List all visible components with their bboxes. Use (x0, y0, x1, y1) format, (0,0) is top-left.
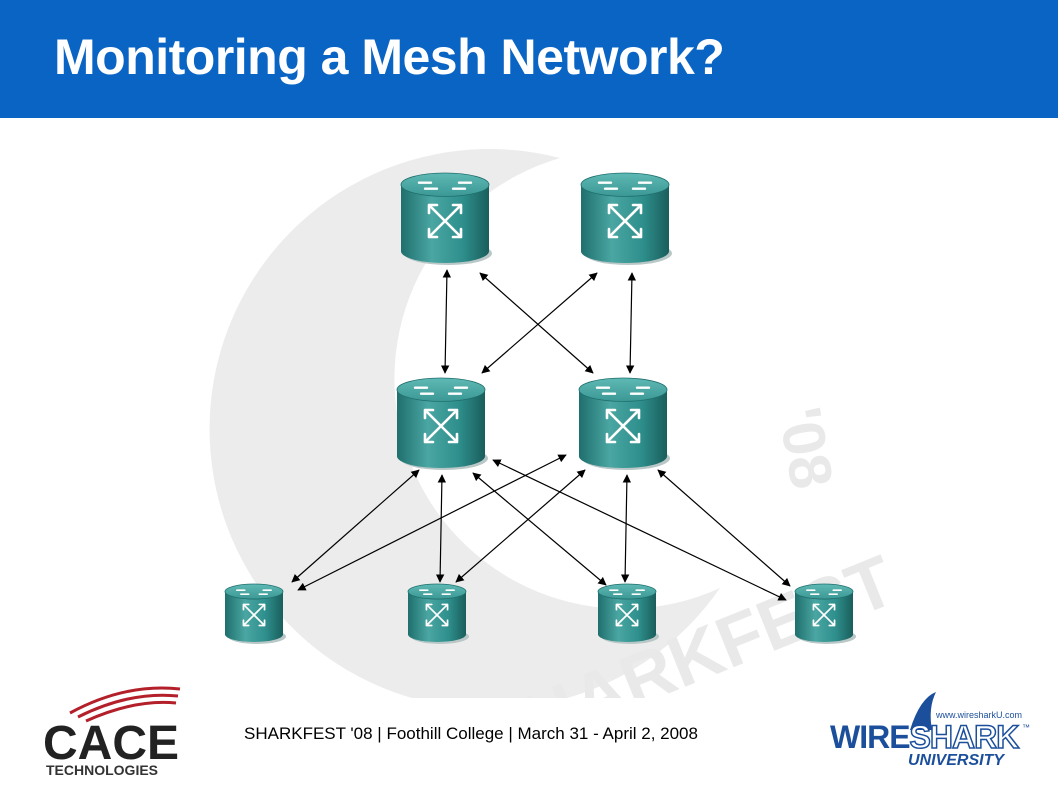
ws-logo-word-2: SHARK (910, 719, 1020, 755)
router-icon (427, 203, 463, 239)
links-layer (291, 269, 791, 601)
router-icon (812, 603, 836, 627)
link-dist-2-access-1 (297, 454, 567, 591)
link-dist-1-access-3 (472, 472, 607, 586)
router-core-2 (580, 172, 672, 265)
router-icon (607, 203, 643, 239)
router-top-arrows-icon (413, 386, 469, 395)
ws-logo-tm: ™ (1022, 723, 1030, 732)
slide-title: Monitoring a Mesh Network? (54, 29, 725, 85)
router-icon (425, 603, 449, 627)
link-core-2-dist-1 (481, 272, 598, 374)
router-top-arrows-icon (419, 589, 455, 595)
router-icon (615, 603, 639, 627)
router-icon (423, 408, 459, 444)
routers-layer (224, 172, 856, 645)
link-dist-1-access-1 (291, 469, 420, 583)
cace-logo-main: CACE (43, 717, 179, 770)
link-core-1-dist-1 (440, 269, 452, 374)
wireshark-university-logo: www.wiresharkU.com WIRESHARK ™ UNIVERSIT… (830, 692, 1030, 769)
cace-logo-sub: TECHNOLOGIES (46, 762, 158, 778)
link-dist-1-access-2 (435, 474, 447, 583)
ws-logo-sub: UNIVERSITY (908, 752, 1005, 769)
link-dist-2-access-4 (657, 469, 791, 587)
svg-text:WIRESHARK: WIRESHARK (830, 719, 1019, 755)
router-top-arrows-icon (597, 181, 653, 190)
router-access-3 (597, 583, 659, 645)
link-core-2-dist-2 (625, 272, 637, 374)
router-top-arrows-icon (417, 181, 473, 190)
link-dist-1-access-4 (492, 459, 787, 601)
router-access-2 (407, 583, 469, 645)
router-dist-2 (578, 377, 670, 470)
footer-text: SHARKFEST '08 | Foothill College | March… (244, 724, 698, 743)
wireshark-url: www.wiresharkU.com (935, 710, 1022, 720)
router-top-arrows-icon (609, 589, 645, 595)
router-core-1 (400, 172, 492, 265)
title-bar: Monitoring a Mesh Network? (0, 0, 1058, 118)
link-core-1-dist-2 (479, 272, 594, 374)
ws-logo-word-1: WIRE (830, 719, 910, 755)
link-dist-2-access-2 (455, 469, 586, 583)
router-access-1 (224, 583, 286, 645)
link-dist-2-access-3 (620, 474, 632, 583)
router-dist-1 (396, 377, 488, 470)
router-top-arrows-icon (806, 589, 842, 595)
router-top-arrows-icon (236, 589, 272, 595)
router-top-arrows-icon (595, 386, 651, 395)
cace-technologies-logo: CACE TECHNOLOGIES (43, 686, 181, 778)
router-icon (605, 408, 641, 444)
router-access-4 (794, 583, 856, 645)
router-icon (242, 603, 266, 627)
